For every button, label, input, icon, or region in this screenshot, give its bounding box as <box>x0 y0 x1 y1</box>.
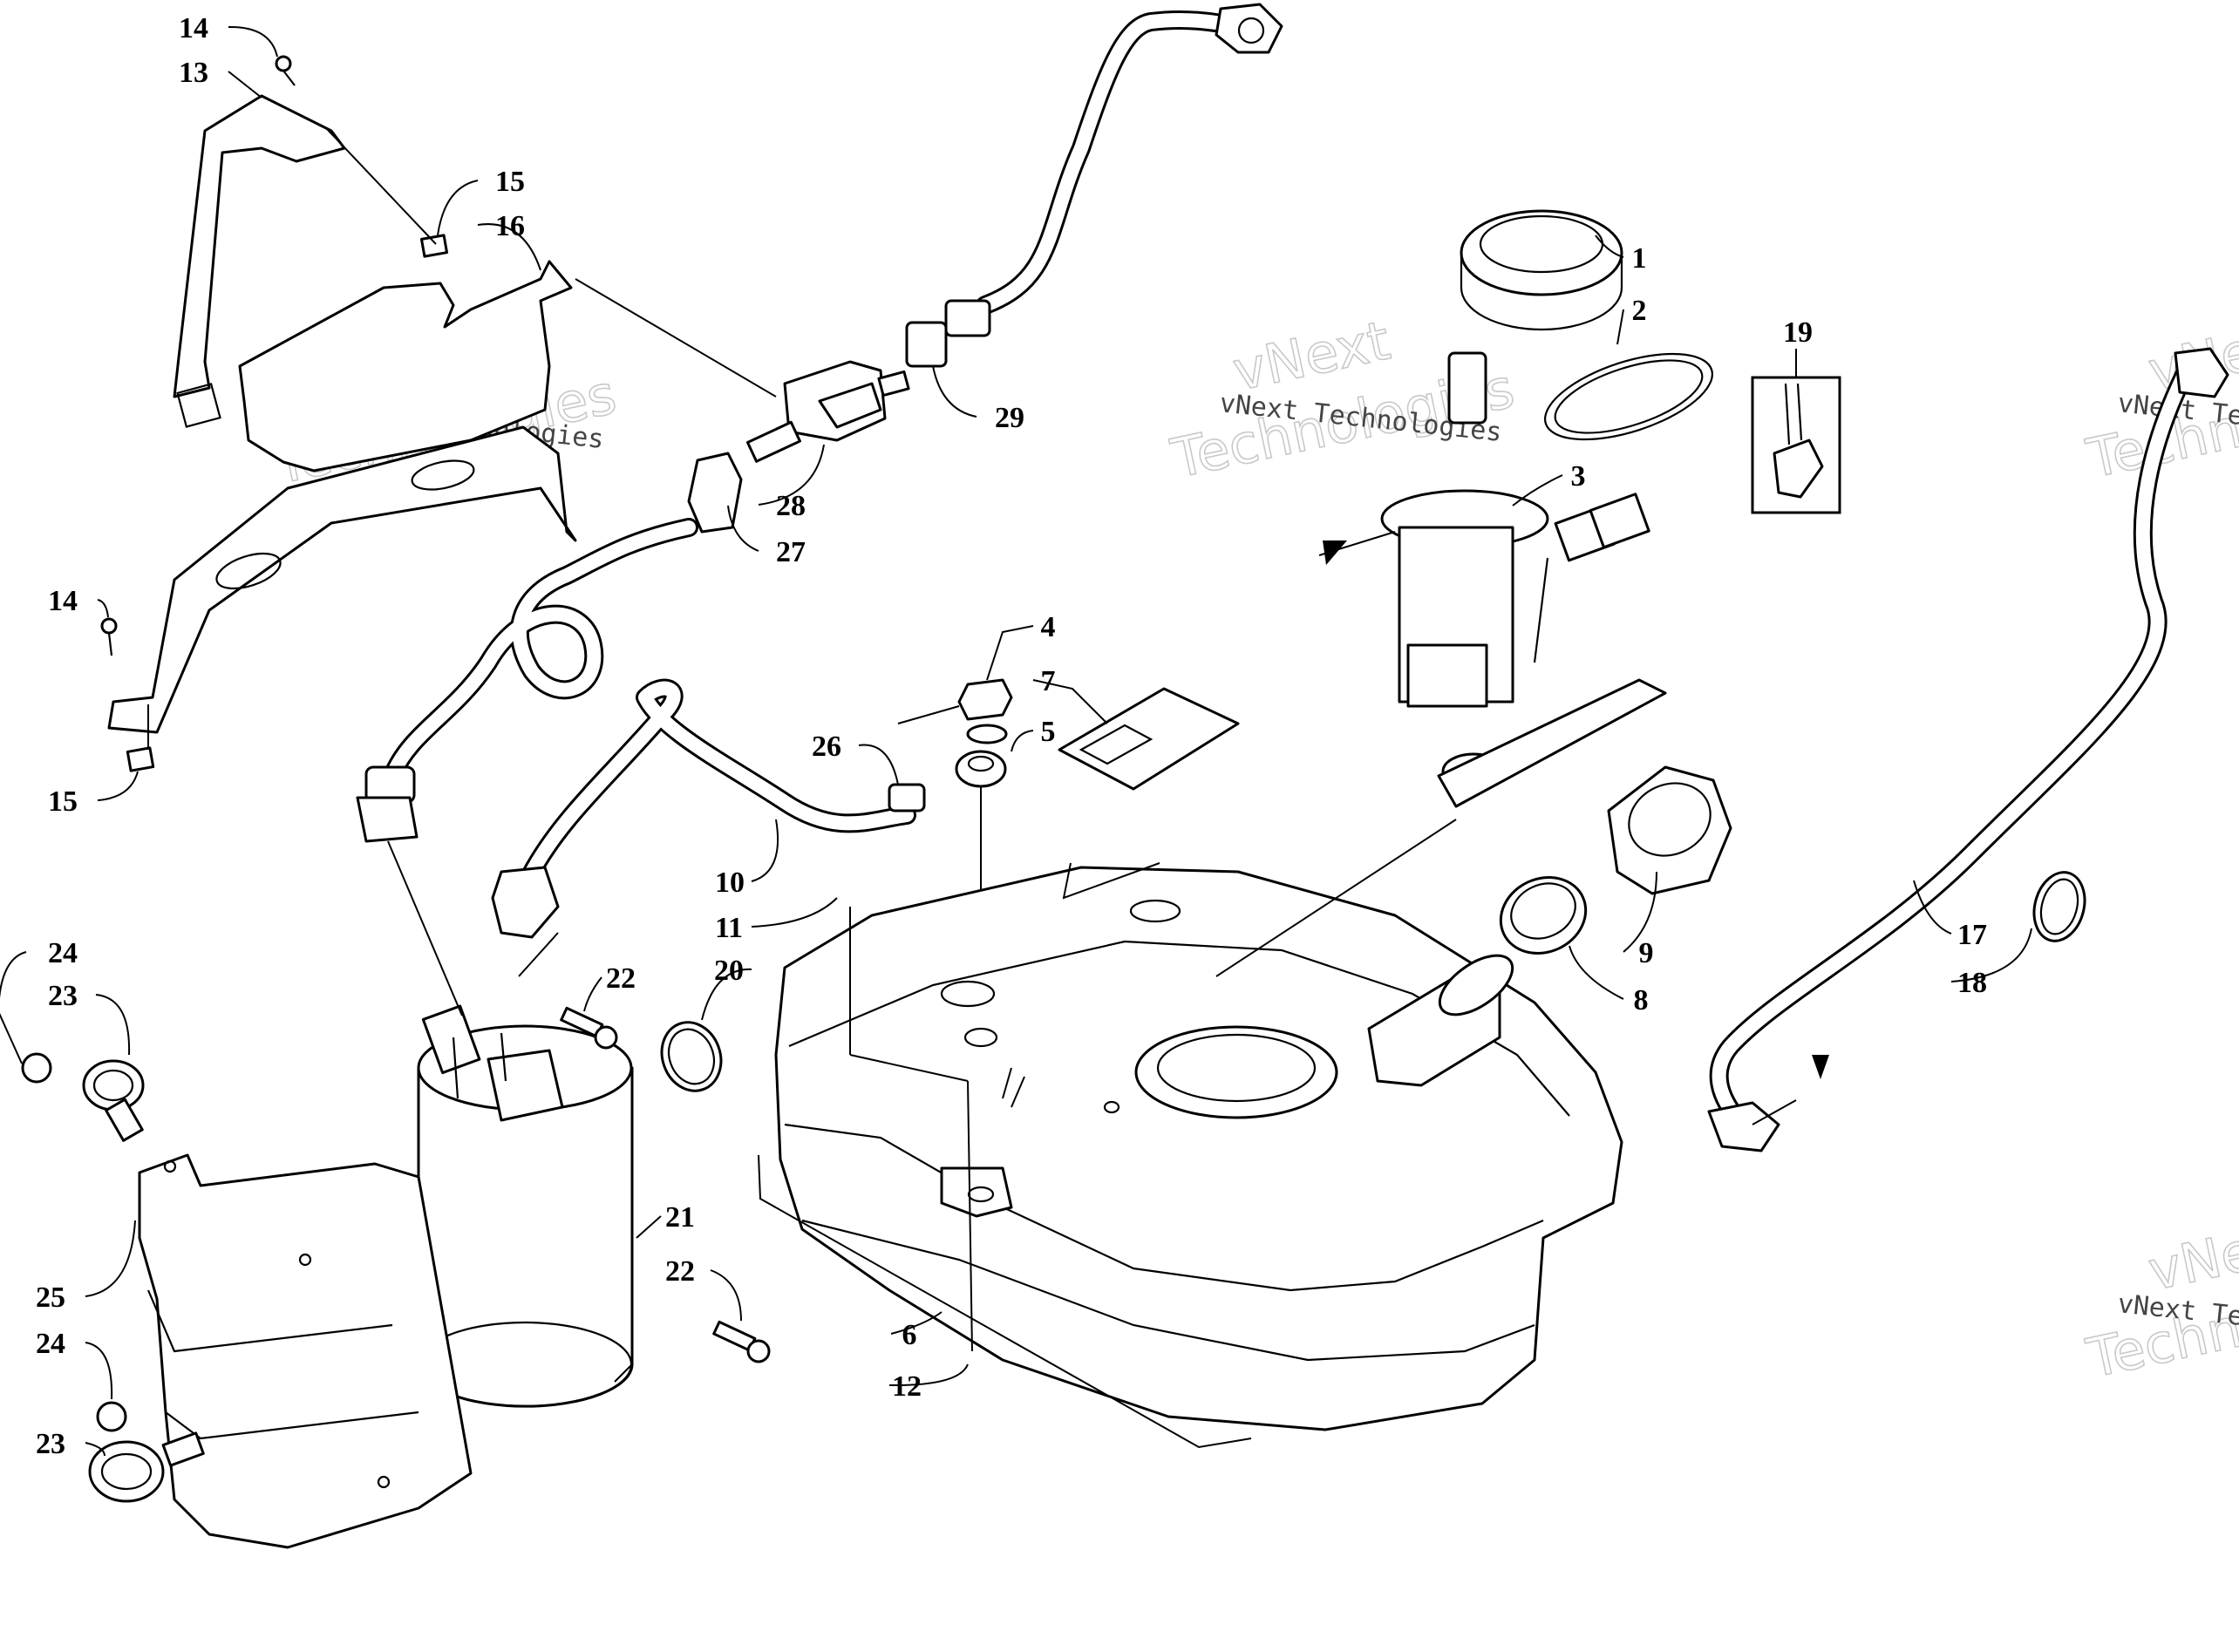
rollover-valve <box>955 678 1013 1029</box>
mounting-bracket <box>107 94 577 734</box>
callout-11: 11 <box>715 912 743 944</box>
callout-13: 13 <box>179 57 208 89</box>
arrow-marker-left <box>1318 531 1396 565</box>
callout-29: 29 <box>995 402 1024 434</box>
callout-10: 10 <box>715 867 745 899</box>
callout-26: 26 <box>812 731 841 763</box>
fuel-cap <box>1499 765 1732 955</box>
screws-22 <box>560 1006 771 1363</box>
arrow-marker-right <box>1752 1055 1829 1125</box>
fuel-filter <box>745 360 910 463</box>
callout-15b: 15 <box>48 785 78 818</box>
callout-22a: 22 <box>606 962 636 995</box>
callout-18: 18 <box>1957 967 1987 999</box>
callout-3: 3 <box>1571 460 1586 493</box>
tank-dimension-lines <box>758 862 1252 1449</box>
callout-23a: 23 <box>48 980 78 1012</box>
leaders-left <box>97 25 777 801</box>
fasteners-upper-left <box>100 55 449 772</box>
heat-shield <box>138 1153 473 1549</box>
callout-labels: 1234567891011121314141515161718192021222… <box>36 12 1987 1460</box>
callout-9: 9 <box>1639 937 1654 969</box>
clips-23-24 <box>21 1052 205 1503</box>
callout-12: 12 <box>892 1370 922 1403</box>
callout-7: 7 <box>1041 665 1056 697</box>
callout-16: 16 <box>495 210 525 242</box>
fuel-tank <box>774 866 1623 1431</box>
fuel-pump-module <box>1215 209 1714 977</box>
callout-23b: 23 <box>36 1428 65 1460</box>
warning-decal <box>1058 687 1240 791</box>
callout-leaders <box>0 235 2032 1457</box>
callout-20: 20 <box>714 955 744 987</box>
wire-harness-box <box>1751 376 1841 514</box>
hose-clamp-20 <box>660 1021 723 1092</box>
callout-4: 4 <box>1041 611 1056 643</box>
callout-8: 8 <box>1634 984 1649 1016</box>
callout-6: 6 <box>902 1319 917 1351</box>
callout-24b: 24 <box>36 1328 65 1360</box>
fuel-hose-upper <box>905 3 1283 368</box>
callout-25: 25 <box>36 1281 65 1314</box>
vent-hose <box>491 678 926 939</box>
charcoal-canister <box>387 840 634 1408</box>
callout-14b: 14 <box>48 585 78 617</box>
callout-22b: 22 <box>665 1255 695 1288</box>
callout-28: 28 <box>776 490 806 522</box>
callout-19: 19 <box>1783 316 1813 349</box>
callout-17: 17 <box>1957 919 1987 951</box>
callout-24a: 24 <box>48 937 78 969</box>
callout-27: 27 <box>776 536 806 568</box>
callout-21: 21 <box>665 1201 695 1234</box>
callout-1: 1 <box>1632 242 1647 275</box>
fuel-hose-main <box>356 452 743 843</box>
callout-2: 2 <box>1632 295 1647 327</box>
callout-15a: 15 <box>495 166 525 198</box>
watermark-bottom-right: vNext Technologies vNext Technologies <box>2080 1207 2239 1391</box>
callout-5: 5 <box>1041 716 1056 748</box>
vent-hose-right <box>1707 347 2229 1152</box>
callout-14a: 14 <box>179 12 208 44</box>
svg-text:vNext: vNext <box>2143 1208 2239 1303</box>
